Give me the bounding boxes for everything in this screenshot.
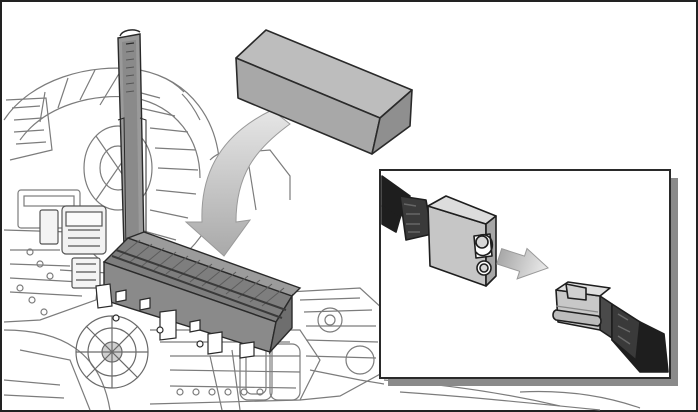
receiver-box bbox=[39, 205, 107, 289]
battery-icon bbox=[235, 29, 413, 155]
left-suspension bbox=[3, 97, 111, 411]
connector-inset bbox=[379, 169, 678, 386]
connector-female-icon bbox=[381, 175, 497, 287]
connector-male-icon bbox=[552, 281, 669, 373]
battery-strap-icon bbox=[117, 29, 147, 251]
down-arrow-icon bbox=[184, 109, 291, 257]
battery-tray bbox=[102, 231, 302, 355]
tray-clips bbox=[95, 283, 255, 359]
right-to-left-arrow-icon bbox=[496, 247, 549, 280]
front-wheel-lower bbox=[75, 315, 149, 389]
